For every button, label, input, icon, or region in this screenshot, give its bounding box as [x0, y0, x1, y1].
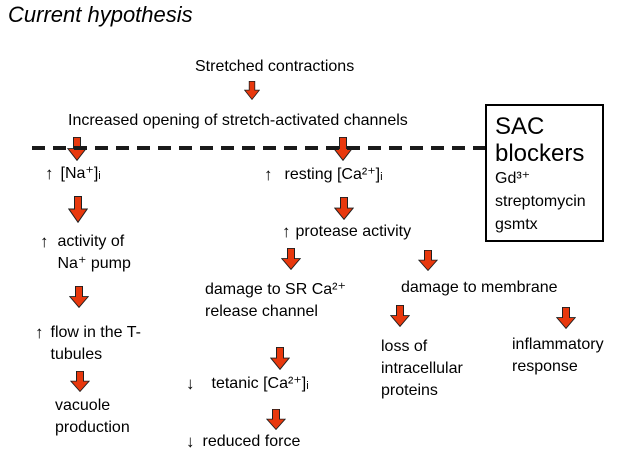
- down-arrow-icon: [281, 248, 301, 270]
- sac-blocker-item: streptomycin: [495, 193, 586, 210]
- node-line: damage to SR Ca²⁺: [205, 281, 346, 298]
- node-resting-ca-increase: ↑ resting [Ca²⁺]ᵢ: [264, 164, 383, 186]
- sac-blockers-box: SAC blockers Gd³⁺ streptomycin gsmtx: [485, 104, 604, 242]
- node-line: response: [512, 358, 578, 375]
- up-arrow-glyph: ↑: [35, 323, 44, 342]
- node-loss-intracellular-proteins: loss of intracellular proteins: [381, 336, 463, 402]
- node-line: release channel: [205, 303, 318, 320]
- down-arrow-icon: [266, 409, 286, 430]
- up-arrow-glyph: ↑: [264, 165, 273, 184]
- node-na-increase: ↑ [Na⁺]ᵢ: [45, 163, 101, 185]
- node-text: activity of Na⁺ pump: [58, 231, 131, 275]
- sac-blocker-item: gsmtx: [495, 216, 538, 233]
- slide-title: Current hypothesis: [8, 2, 193, 27]
- node-text: reduced force: [202, 433, 301, 450]
- node-line: Na⁺ pump: [57, 255, 131, 272]
- down-arrow-icon: [244, 81, 260, 100]
- node-text: flow in the T- tubules: [51, 322, 141, 366]
- node-line: tubules: [50, 346, 103, 363]
- node-protease-activity: ↑ protease activity: [282, 221, 411, 243]
- node-line: intracellular: [381, 360, 463, 377]
- node-line: inflammatory: [512, 336, 604, 353]
- down-arrow-icon: [418, 250, 438, 271]
- down-arrow-icon: [334, 197, 354, 220]
- node-line: loss of: [381, 338, 428, 355]
- node-tetanic-ca-decrease: ↓ tetanic [Ca²⁺]ᵢ: [186, 373, 309, 395]
- node-inflammatory-response: inflammatory response: [512, 334, 604, 378]
- up-arrow-glyph: ↑: [282, 222, 291, 241]
- down-arrow-icon: [270, 347, 290, 370]
- down-arrow-icon: [68, 196, 88, 223]
- node-vacuole-production: vacuole production: [55, 395, 130, 439]
- node-line: vacuole: [55, 397, 111, 414]
- down-arrow-glyph: ↓: [186, 374, 195, 393]
- sac-box-title-line: blockers: [495, 140, 585, 167]
- down-arrow-icon: [390, 305, 410, 327]
- down-arrow-icon: [556, 307, 576, 329]
- node-text: [Na⁺]ᵢ: [60, 165, 101, 182]
- node-increased-opening: Increased opening of stretch-activated c…: [68, 112, 408, 129]
- down-arrow-icon: [69, 286, 89, 308]
- up-arrow-glyph: ↑: [45, 164, 54, 183]
- node-line: activity of: [57, 233, 125, 250]
- node-damage-membrane: damage to membrane: [401, 279, 558, 296]
- node-t-tubule-flow: ↑ flow in the T- tubules: [35, 322, 141, 366]
- node-text: tetanic [Ca²⁺]ᵢ: [211, 375, 309, 392]
- membrane-divider-line: [32, 146, 485, 150]
- node-na-pump-activity: ↑ activity of Na⁺ pump: [40, 231, 131, 275]
- node-line: production: [55, 419, 130, 436]
- node-line: flow in the T-: [50, 324, 141, 341]
- node-text: resting [Ca²⁺]ᵢ: [284, 166, 383, 183]
- up-arrow-glyph: ↑: [40, 232, 49, 251]
- node-text: protease activity: [295, 223, 412, 240]
- sac-blocker-item: Gd³⁺: [495, 170, 531, 187]
- down-arrow-glyph: ↓: [186, 432, 195, 451]
- node-reduced-force: ↓ reduced force: [186, 431, 300, 453]
- node-damage-sr-channel: damage to SR Ca²⁺ release channel: [205, 279, 346, 323]
- sac-box-title-line: SAC: [495, 113, 545, 140]
- node-line: proteins: [381, 382, 438, 399]
- node-stretched-contractions: Stretched contractions: [195, 58, 355, 75]
- down-arrow-icon: [70, 371, 90, 392]
